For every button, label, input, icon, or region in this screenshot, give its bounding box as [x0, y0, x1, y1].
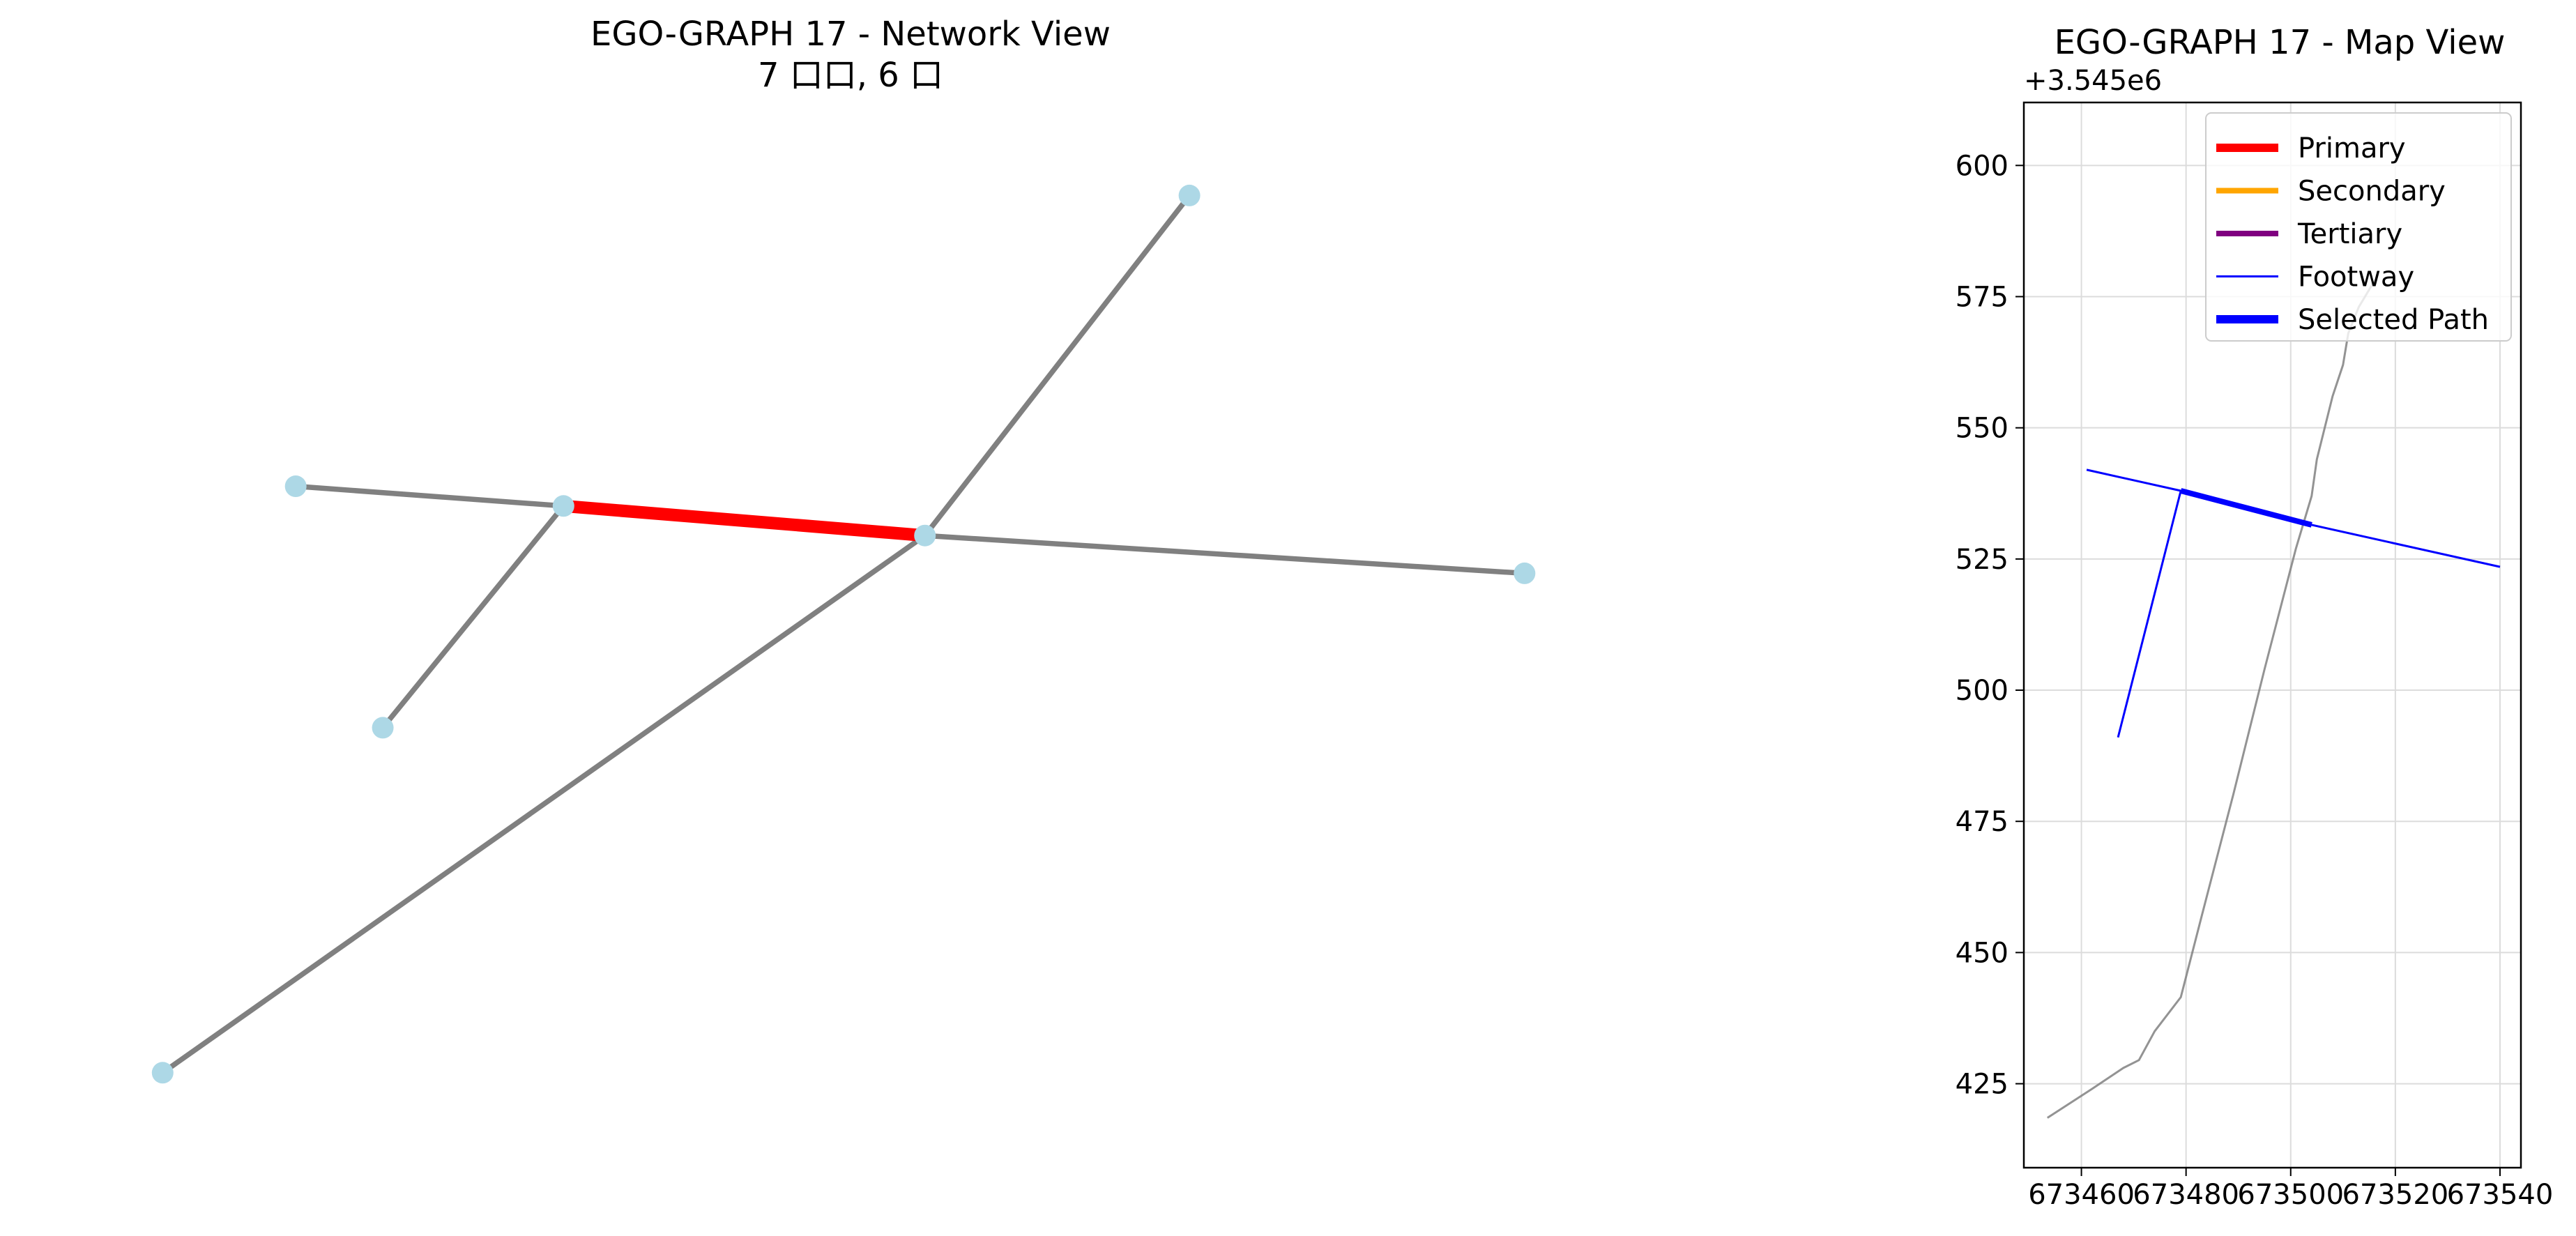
- map-grid: [2024, 102, 2521, 1168]
- map-y-ticks: 425 450 475 500 525 550 575 600: [1956, 150, 2024, 1101]
- map-y-tick-label: 600: [1956, 150, 2009, 182]
- map-y-tick-label: 550: [1956, 413, 2009, 445]
- map-x-tick-label: 673540: [2447, 1179, 2554, 1211]
- network-node-n5: [1514, 562, 1536, 584]
- map-legend-box: [2205, 112, 2512, 342]
- map-y-tick-label: 525: [1956, 544, 2009, 576]
- map-x-tick-label: 673460: [2028, 1179, 2135, 1211]
- map-legend-label: Selected Path: [2298, 304, 2489, 336]
- map-legend-label: Footway: [2298, 261, 2414, 293]
- network-edge-n3-n4: [922, 194, 1192, 537]
- network-node-n6: [372, 717, 394, 739]
- network-node-n1: [284, 475, 307, 498]
- map-line-other-0: [2046, 280, 2376, 1119]
- network-title-line1: EGO-GRAPH 17 - Network View: [590, 15, 1111, 54]
- map-x-tick-label: 673480: [2133, 1179, 2239, 1211]
- network-highlighted-edge: [563, 499, 926, 542]
- network-edge-n3-n7: [161, 533, 927, 1075]
- network-title-line2: 7 口口, 6 口: [757, 56, 944, 95]
- network-node-n4: [1178, 184, 1201, 206]
- map-view-title: EGO-GRAPH 17 - Map View: [2054, 23, 2506, 62]
- network-node-n3: [914, 524, 936, 547]
- map-y-tick-label: 425: [1956, 1069, 2009, 1101]
- map-legend: PrimarySecondaryTertiaryFootwaySelected …: [2205, 112, 2512, 342]
- map-y-tick-label: 500: [1956, 675, 2009, 707]
- map-y-offset-label: +3.545e6: [2024, 65, 2162, 97]
- network-edge-n1-n2: [295, 483, 564, 509]
- map-legend-label: Tertiary: [2297, 218, 2402, 250]
- network-view-title: EGO-GRAPH 17 - Network View 7 口口, 6 口: [488, 14, 1213, 96]
- map-legend-label: Primary: [2298, 132, 2406, 165]
- map-line-selected-3: [2180, 488, 2312, 528]
- network-node-n2: [552, 495, 574, 517]
- map-y-tick-label: 450: [1956, 937, 2009, 969]
- map-x-tick-label: 673520: [2342, 1179, 2449, 1211]
- map-y-tick-label: 475: [1956, 806, 2009, 838]
- map-legend-label: Secondary: [2298, 176, 2446, 208]
- map-axes-frame: [2022, 101, 2522, 1169]
- map-x-tick-label: 673500: [2237, 1179, 2344, 1211]
- network-view-panel: [151, 184, 1536, 1084]
- network-edge-n3-n5: [924, 533, 1525, 577]
- map-lines: [2046, 280, 2501, 1119]
- map-line-footway-2: [2117, 490, 2182, 738]
- network-edge-n2-n6: [381, 504, 566, 730]
- network-node-n7: [151, 1062, 174, 1084]
- map-y-tick-label: 575: [1956, 282, 2009, 314]
